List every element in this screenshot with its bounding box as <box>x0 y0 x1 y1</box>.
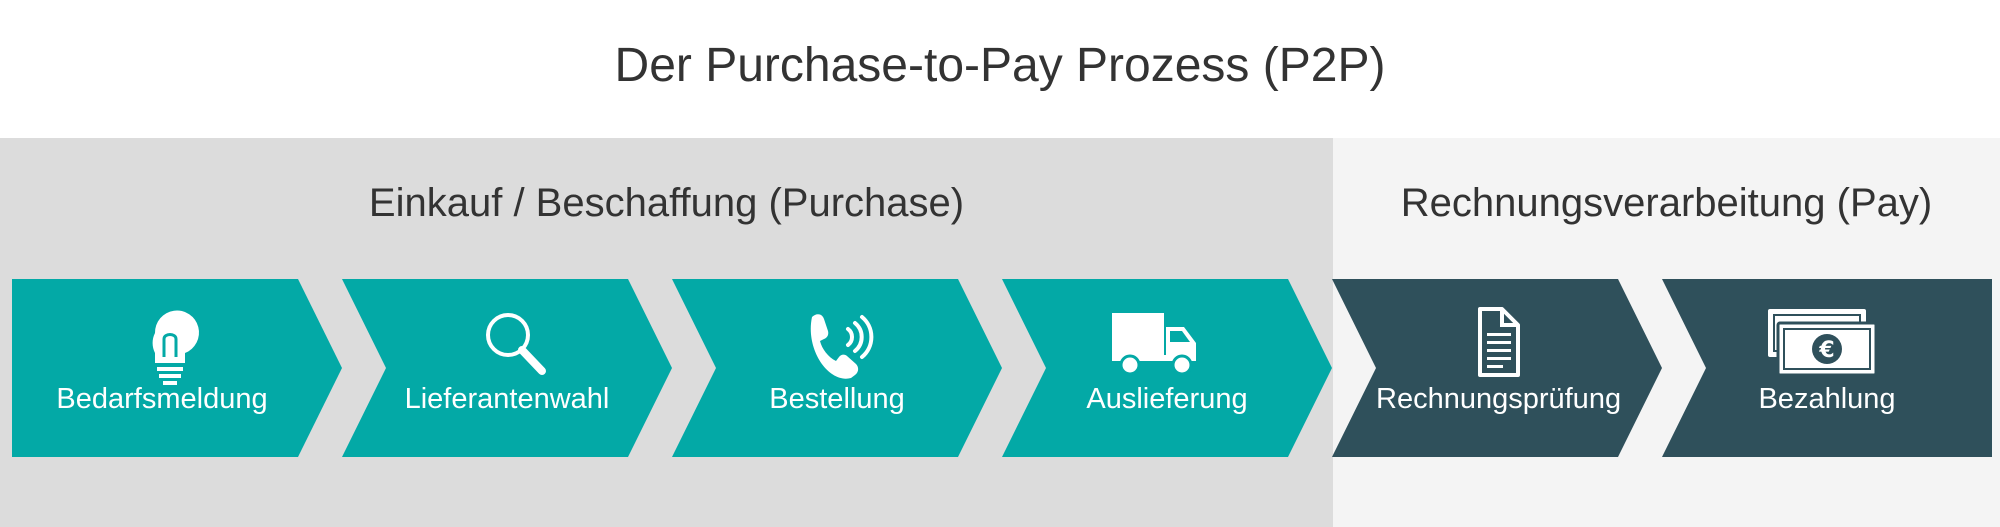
step-label: Bestellung <box>769 383 905 415</box>
step-label: Bedarfsmeldung <box>56 383 268 415</box>
step-rechnungspruefung: Rechnungsprüfung <box>1332 279 1662 457</box>
step-bedarfsmeldung: Bedarfsmeldung <box>12 279 342 457</box>
step-label: Bezahlung <box>1758 383 1896 415</box>
svg-text:€: € <box>1818 338 1834 363</box>
document-icon <box>1478 307 1520 377</box>
chevron-shape <box>342 279 672 457</box>
euro-banknotes-icon: € <box>1768 309 1878 377</box>
step-label: Lieferantenwahl <box>404 383 610 415</box>
step-lieferantenwahl: Lieferantenwahl <box>342 279 672 457</box>
phone-icon <box>810 314 874 379</box>
step-bestellung: Bestellung <box>672 279 1002 457</box>
step-auslieferung: Auslieferung <box>1002 279 1332 457</box>
step-label: Auslieferung <box>1086 383 1248 415</box>
purchase-section-title: Einkauf / Beschaffung (Purchase) <box>368 181 965 225</box>
truck-icon <box>1112 313 1196 376</box>
page-title: Der Purchase-to-Pay Prozess (P2P) <box>614 39 1386 92</box>
lightbulb-icon <box>152 310 199 385</box>
pay-section-title: Rechnungsverarbeitung (Pay) <box>1400 181 1933 225</box>
step-label: Rechnungsprüfung <box>1376 383 1622 415</box>
chevron-shape <box>1002 279 1332 457</box>
step-bezahlung: € Bezahlung <box>1662 279 1992 457</box>
magnifier-icon <box>486 313 546 375</box>
